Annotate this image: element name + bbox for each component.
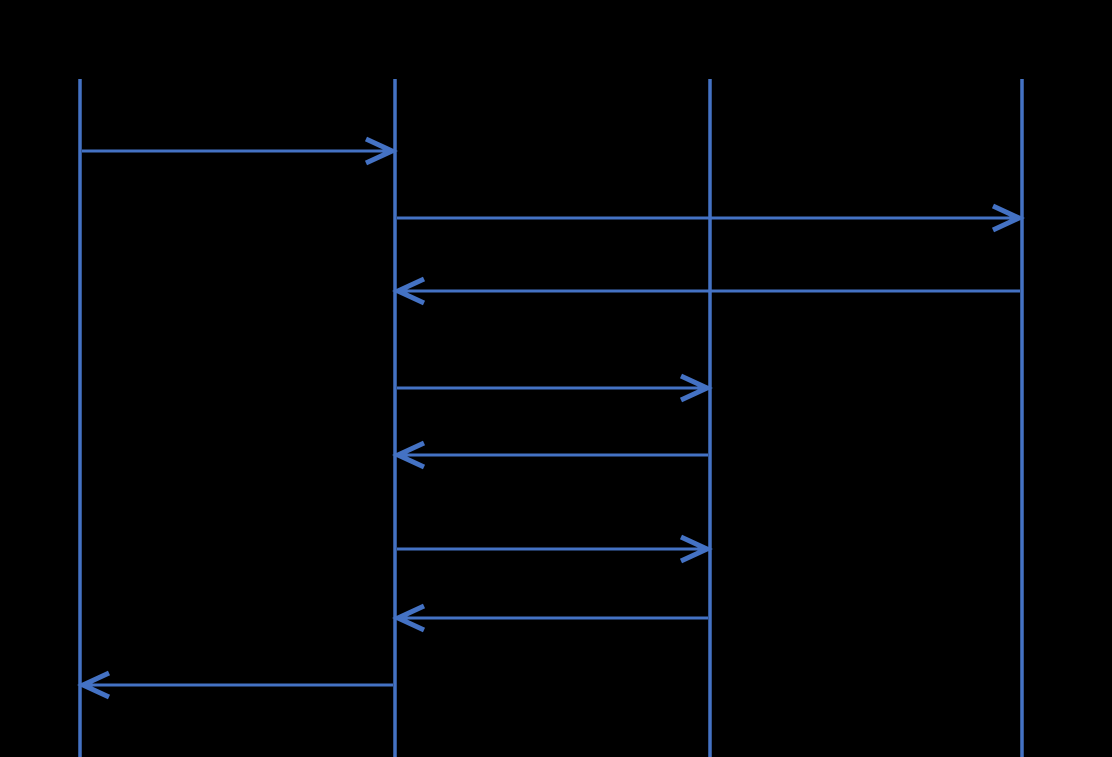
message-5-arrowhead-icon [392, 440, 426, 470]
message-3-arrowhead-icon [392, 276, 426, 306]
message-6-arrowhead-icon [679, 534, 713, 564]
message-7-arrowhead-icon [392, 603, 426, 633]
message-1-arrowhead-icon [364, 136, 398, 166]
message-8-arrowhead-icon [77, 670, 111, 700]
message-2-arrowhead-icon [991, 203, 1025, 233]
message-4-arrowhead-icon [679, 373, 713, 403]
